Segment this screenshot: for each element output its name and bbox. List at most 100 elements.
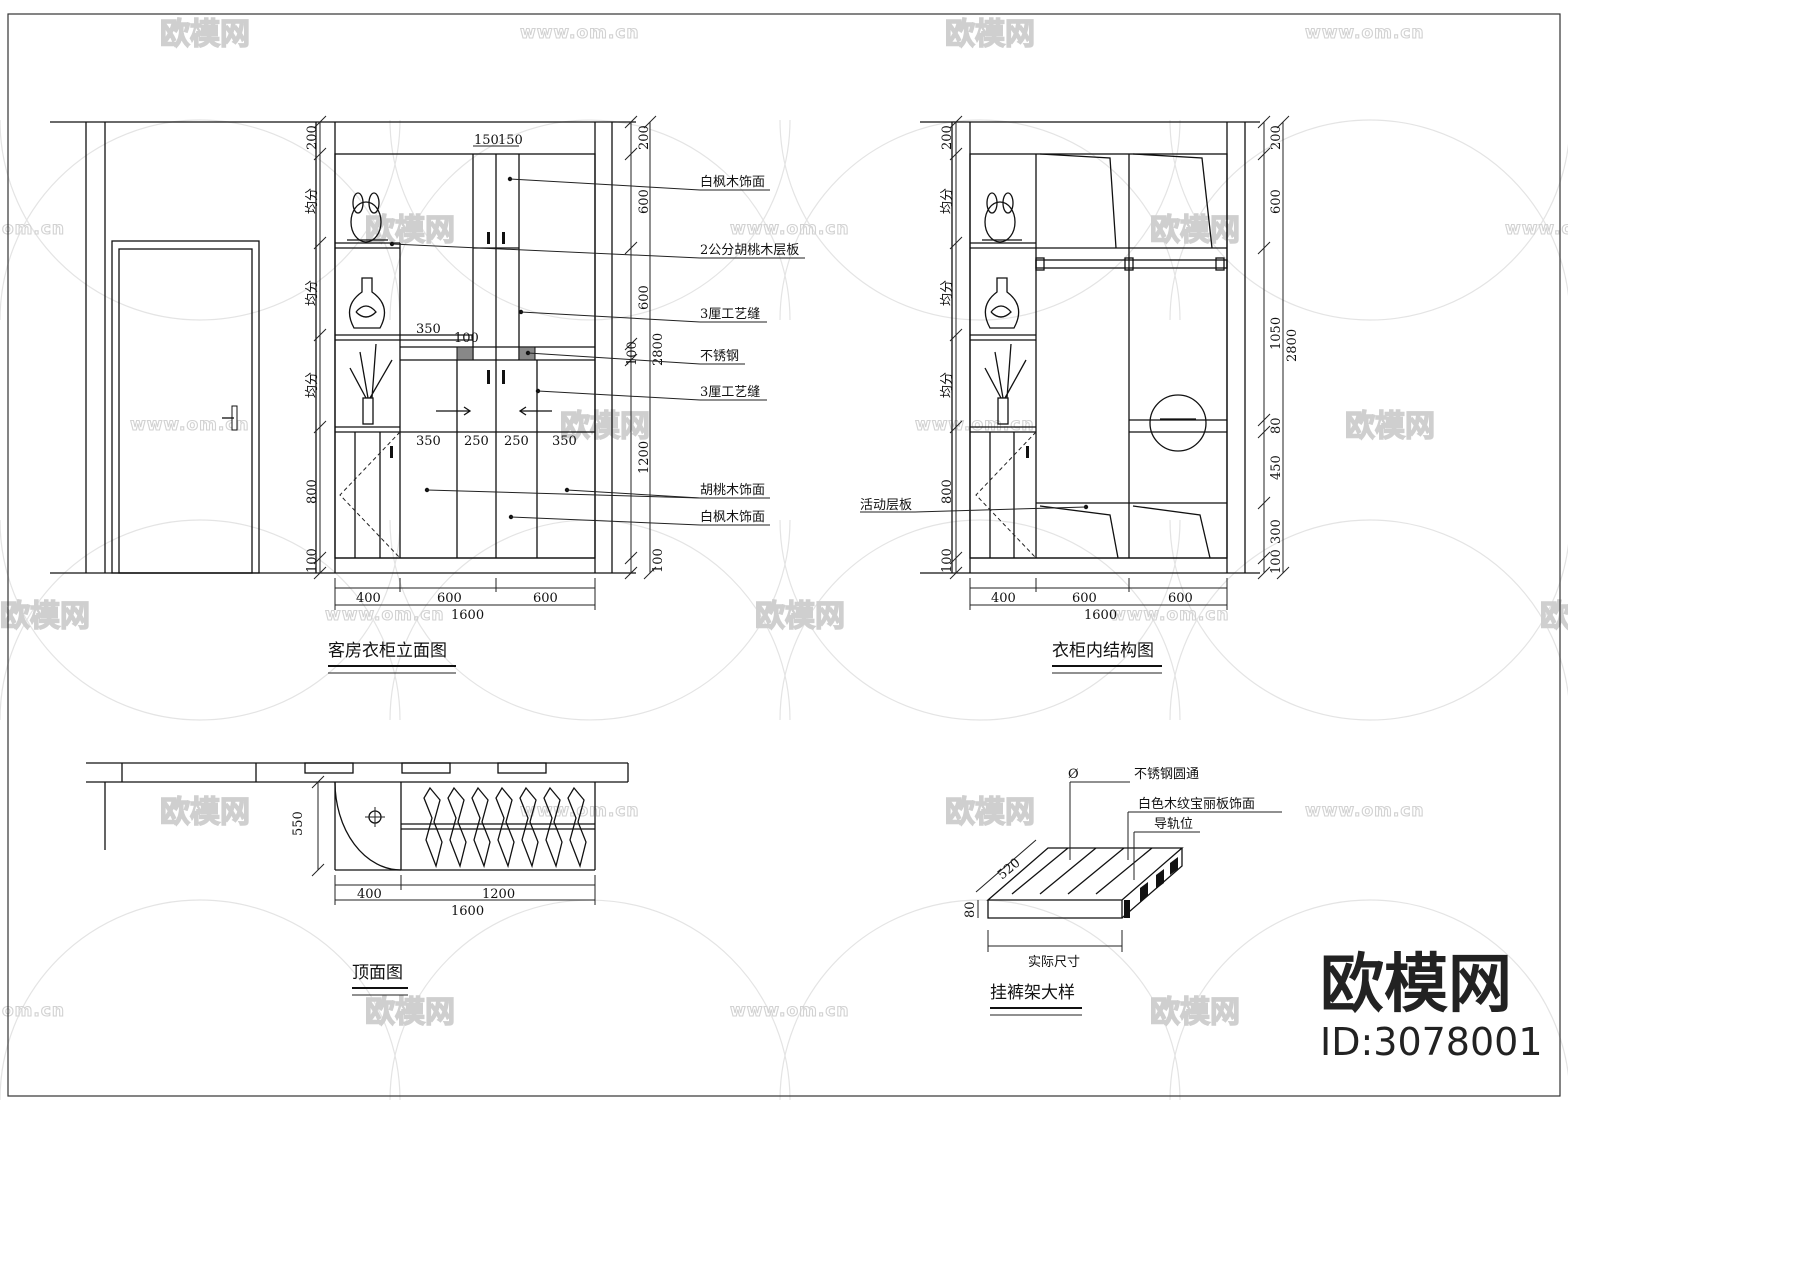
dim-label: 2800 xyxy=(651,333,666,366)
dim-label: 均分 xyxy=(305,372,320,398)
elevation-leaders xyxy=(389,176,805,526)
dim-label: 1200 xyxy=(637,441,652,474)
dim-label: 250 xyxy=(464,434,489,449)
watermark-logo: 欧模网 xyxy=(755,599,845,634)
dim-label: 1600 xyxy=(451,608,484,623)
watermark-logo: 欧模网 xyxy=(0,599,90,634)
vase-icon xyxy=(984,277,1020,329)
dim-label: 600 xyxy=(637,285,652,310)
dim-label: 1600 xyxy=(1084,608,1117,623)
dim-label: 200 xyxy=(940,125,955,150)
watermark-url: www.om.cn xyxy=(1305,801,1425,821)
dim-label: 350 xyxy=(552,434,577,449)
dim-label: 400 xyxy=(357,887,382,902)
vase-icon xyxy=(348,277,386,329)
watermark-logo: 欧模网 xyxy=(1150,213,1240,248)
door xyxy=(111,240,260,574)
dim-label: 100 xyxy=(305,548,320,573)
dim-label: 600 xyxy=(533,591,558,606)
elevation-view: 200 均分 均分 均分 800 100 200 600 600 100 120… xyxy=(50,115,805,674)
bamboo-plant-icon xyxy=(984,343,1027,425)
material-label: 2公分胡桃木层板 xyxy=(700,243,799,258)
dim-label: 200 xyxy=(305,125,320,150)
cad-drawing-sheet: 欧模网 www.om.cn 欧模网 www.om.cn om.cn 欧模网 ww… xyxy=(0,13,1568,1101)
dim-label: 600 xyxy=(637,189,652,214)
plan-view: 550 400 1200 1600 顶面图 xyxy=(86,762,629,996)
drawing-title: 挂裤架大样 xyxy=(990,983,1075,1003)
watermark-url: www.om.cn xyxy=(520,23,640,43)
dim-label: 100 xyxy=(625,341,640,366)
dim-label: 600 xyxy=(1168,591,1193,606)
watermark-logo: 欧模网 xyxy=(1345,409,1435,444)
material-label: 白枫木饰面 xyxy=(700,509,765,525)
drawing-title: 顶面图 xyxy=(352,963,403,983)
watermark-logo: 欧模网 xyxy=(1540,599,1568,634)
watermark-logo: 欧模网 xyxy=(560,409,650,444)
dim-label: 800 xyxy=(305,479,320,504)
watermark-logo: 欧模网 xyxy=(160,17,250,52)
watermark-url: www.om.cn xyxy=(1305,23,1425,43)
hanging-clothes-icon xyxy=(423,786,587,869)
dim-label: 200 xyxy=(1269,125,1284,150)
dim-label: 150 xyxy=(498,133,523,148)
rabbit-ornament-icon xyxy=(982,192,1022,243)
diameter-symbol: Ø xyxy=(1068,767,1079,782)
dim-label: 100 xyxy=(651,548,666,573)
material-label: 活动层板 xyxy=(860,498,912,513)
dim-label: 400 xyxy=(356,591,381,606)
watermark-url: www.om.cn xyxy=(1505,219,1568,239)
dim-label: 600 xyxy=(1072,591,1097,606)
watermark-logo: 欧模网 xyxy=(1150,995,1240,1030)
dim-label: 520 xyxy=(995,856,1024,883)
watermark-logo: 欧模网 xyxy=(160,795,250,830)
dim-label: 1600 xyxy=(451,904,484,919)
dim-label: 800 xyxy=(940,479,955,504)
stainless-steel-hatch xyxy=(456,346,474,361)
dim-label: 均分 xyxy=(940,280,955,306)
dim-label: 均分 xyxy=(305,280,320,306)
watermark-url: www.om.cn xyxy=(130,415,250,435)
watermark-url: om.cn xyxy=(2,219,65,239)
brand-id: ID:3078001 xyxy=(1320,1020,1543,1064)
drawing-title: 客房衣柜立面图 xyxy=(328,641,447,661)
dim-label: 150 xyxy=(474,133,499,148)
material-label: 胡桃木饰面 xyxy=(700,483,765,498)
dim-label: 100 xyxy=(454,331,479,346)
material-label: 导轨位 xyxy=(1154,817,1193,832)
dim-label: 实际尺寸 xyxy=(1028,955,1080,970)
rabbit-ornament-icon xyxy=(347,192,388,243)
drawing-title: 衣柜内结构图 xyxy=(1052,641,1154,661)
corner-quarter-curve xyxy=(334,781,402,871)
material-label: 不锈钢 xyxy=(700,349,739,364)
dim-label: 100 xyxy=(940,548,955,573)
watermark-logo: 欧模网 xyxy=(945,17,1035,52)
watermark-url: om.cn xyxy=(2,1001,65,1021)
watermark-url: www.om.cn xyxy=(730,219,850,239)
material-label: 白色木纹宝丽板饰面 xyxy=(1138,796,1255,812)
dim-ticks-right xyxy=(1257,115,1290,580)
dim-label: 均分 xyxy=(940,188,955,214)
dim-label: 1050 xyxy=(1269,317,1284,350)
watermark-url: www.om.cn xyxy=(520,801,640,821)
dim-label: 600 xyxy=(437,591,462,606)
dim-label: 100 xyxy=(1269,549,1284,574)
dim-label: 600 xyxy=(1269,189,1284,214)
material-label: 白枫木饰面 xyxy=(700,174,765,190)
dim-label: 200 xyxy=(637,125,652,150)
dim-label: 350 xyxy=(416,322,441,337)
dim-label: 1200 xyxy=(482,887,515,902)
dim-label: 均分 xyxy=(305,188,320,214)
dim-label: 80 xyxy=(963,901,978,918)
watermark-url: www.om.cn xyxy=(915,415,1035,435)
hanging-rail xyxy=(1035,259,1228,269)
dim-ticks-left xyxy=(949,115,963,580)
trouser-rack-icon xyxy=(1149,394,1207,452)
material-label: 不锈钢圆通 xyxy=(1134,767,1199,782)
watermark-logo: 欧模网 xyxy=(945,795,1035,830)
dim-label: 550 xyxy=(291,811,306,836)
material-label: 3厘工艺缝 xyxy=(700,385,760,400)
watermark-url: www.om.cn xyxy=(730,1001,850,1021)
brand-name: 欧模网 xyxy=(1320,948,1512,1022)
watermark-logo: 欧模网 xyxy=(365,995,455,1030)
watermark-logos: 欧模网 www.om.cn 欧模网 www.om.cn om.cn 欧模网 ww… xyxy=(0,16,1568,1030)
